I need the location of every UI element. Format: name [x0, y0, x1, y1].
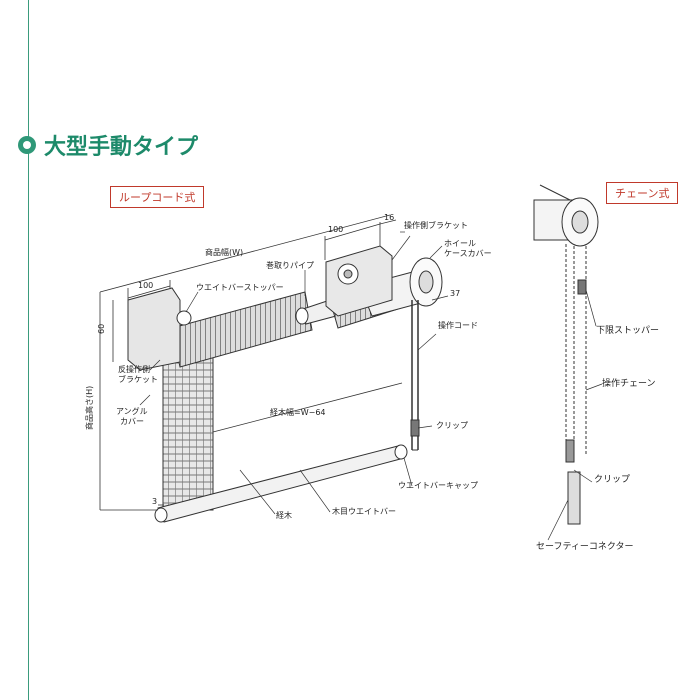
label-wood-weight: 木目ウエイトバー — [332, 506, 396, 516]
weight-stopper-icon — [176, 310, 192, 326]
label-slat: 経木 — [276, 510, 292, 520]
label-wheel-line1: ホイール — [444, 239, 476, 248]
dim-product-width: 商品幅(W) — [205, 247, 243, 257]
label-operating-chain: 操作チェーン — [602, 377, 656, 389]
dim-100-right: 100 — [328, 225, 343, 234]
weight-bar-cap — [394, 444, 408, 460]
dim-3: 3 — [152, 497, 157, 506]
dim-60: 60 — [97, 324, 106, 334]
label-clip: クリップ — [436, 421, 468, 430]
blind-panel — [162, 349, 214, 511]
operating-chain — [565, 244, 587, 455]
rolled-slats — [171, 291, 313, 368]
label-roll-pipe: 巻取りパイプ — [266, 260, 314, 270]
dim-37: 37 — [450, 289, 460, 298]
label-weight-stopper: ウエイトバーストッパー — [196, 283, 284, 292]
label-operating-bracket: 操作側ブラケット — [404, 220, 468, 230]
dim-100-left: 100 — [138, 281, 153, 290]
lower-stopper-part — [577, 279, 587, 295]
loop-cord-tag: ループコード式 — [110, 186, 205, 208]
label-chain-clip: クリップ — [594, 474, 630, 485]
label-angle-cover-2: カバー — [120, 417, 144, 426]
section-title: 大型手動タイプ — [44, 135, 199, 160]
dim-product-height: 商品高さ(H) — [84, 386, 94, 430]
cord-clip — [410, 419, 420, 437]
label-wheel-line2: ケースカバー — [444, 249, 492, 258]
dim-16: 16 — [384, 213, 394, 222]
label-opposite-bracket-2: ブラケット — [118, 374, 158, 384]
label-safety-connector: セーフティーコネクター — [536, 541, 634, 552]
left-frame-line — [28, 0, 29, 700]
left-bracket — [127, 287, 181, 371]
bullet-circle-icon — [18, 136, 36, 154]
label-operating-cord: 操作コード — [438, 320, 478, 330]
safety-connector-part — [567, 471, 581, 525]
section-heading: 大型手動タイプ — [18, 130, 198, 160]
label-weight-cap: ウエイトバーキャップ — [398, 481, 478, 490]
chain-clip-part — [565, 439, 575, 463]
chain-type-tag: チェーン式 — [606, 182, 679, 204]
label-angle-cover-1: アングル — [116, 406, 148, 416]
dim-slat-width: 経木幅=W−64 — [270, 407, 326, 417]
label-opposite-bracket-1: 反操作側 — [118, 364, 150, 374]
label-lower-stopper: 下限ストッパー — [596, 325, 659, 336]
